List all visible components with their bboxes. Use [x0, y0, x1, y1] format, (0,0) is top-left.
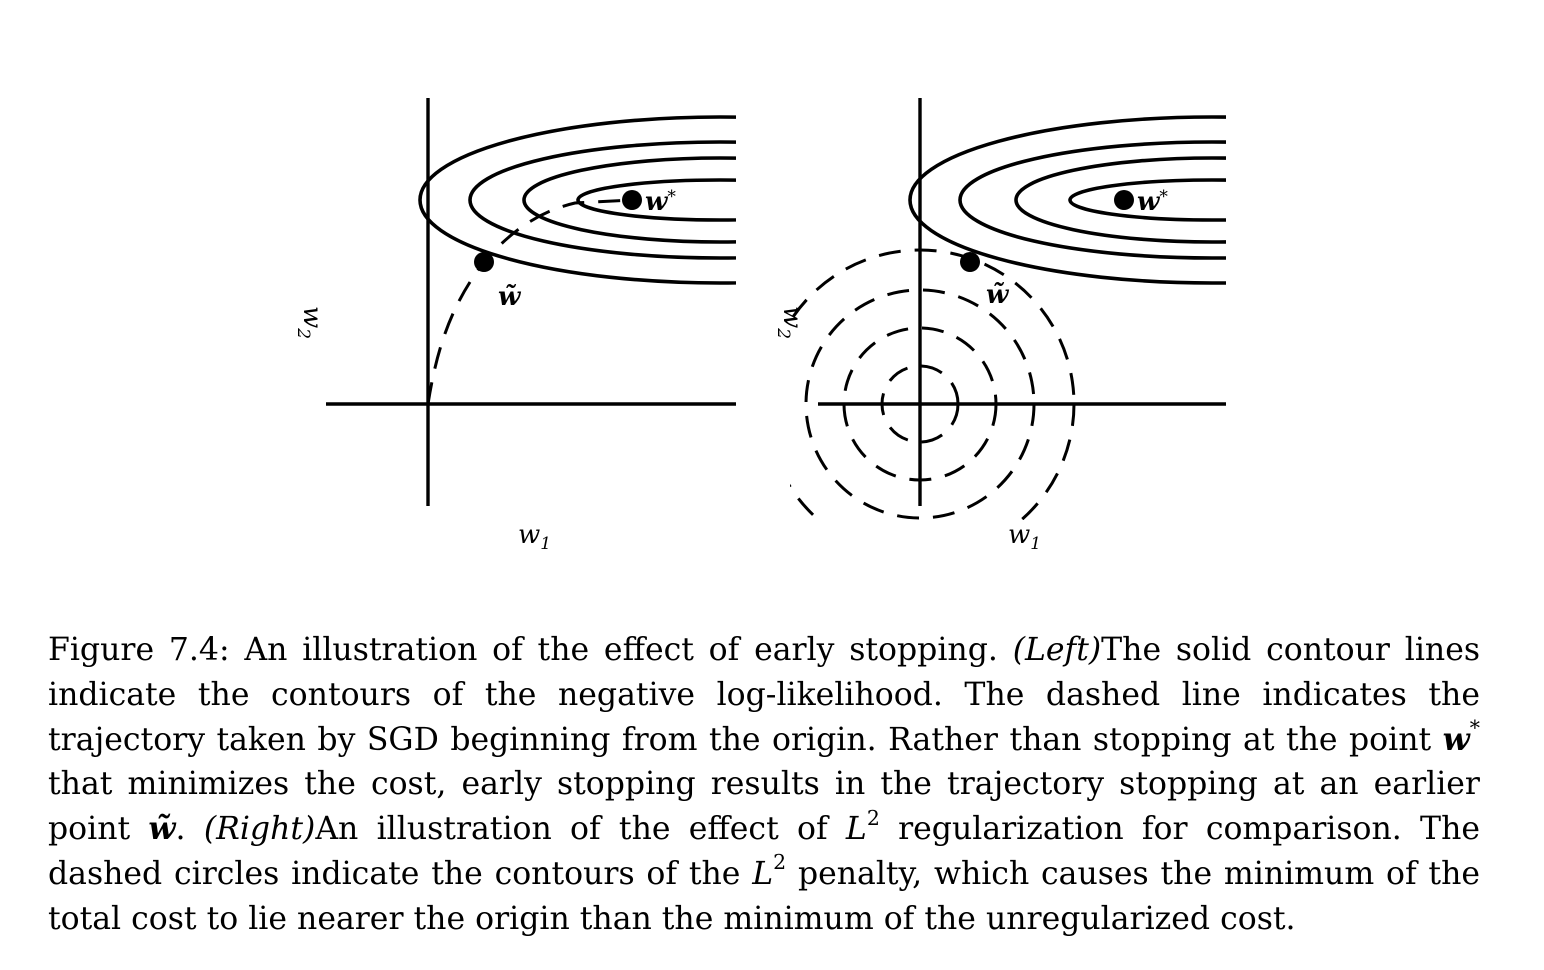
caption-w-star: w*: [1442, 716, 1480, 758]
caption-left-text-2: that minimizes the cost, early stopping …: [48, 766, 1480, 848]
left-x-axis-label: w1: [518, 520, 551, 554]
left-likelihood-contours: [418, 115, 736, 285]
right-contour-3: [1014, 156, 1226, 244]
caption-left-tag: (Left): [1012, 632, 1102, 668]
right-contour-4: [1068, 178, 1226, 222]
left-optimum-point: [622, 190, 642, 210]
caption-w-tilde: w̃.: [148, 810, 186, 848]
right-contour-1: [908, 115, 1226, 285]
caption-right-text-2: regularization for comparison. The dashe…: [48, 811, 1480, 892]
right-x-axis-label: w1: [1008, 520, 1041, 554]
left-contour-3: [522, 156, 736, 244]
caption-L2-a: L2: [845, 805, 880, 848]
right-stop-point: [960, 252, 980, 272]
caption-right-text-3: penalty, which causes the minimum of the…: [48, 855, 1481, 937]
left-contour-4: [576, 178, 736, 222]
caption-right-tag: (Right): [203, 811, 316, 848]
right-optimum-label: w*: [1137, 187, 1168, 217]
caption-intro: An illustration of the effect of early s…: [244, 632, 998, 668]
right-stop-label: w̃: [986, 280, 1010, 310]
left-optimum-label: w*: [645, 187, 676, 217]
left-stop-point: [474, 252, 494, 272]
left-y-axis-label: w2: [293, 306, 327, 339]
right-y-axis-label: w2: [773, 306, 807, 339]
right-likelihood-contours: [908, 115, 1226, 285]
caption-left-text-1: The solid contour lines indicate the con…: [48, 632, 1481, 758]
left-contour-1: [418, 115, 736, 285]
caption-L2-b: L2: [752, 850, 787, 892]
left-sgd-trajectory: [426, 198, 633, 405]
left-panel: w* w̃ w1 w2: [293, 98, 736, 554]
caption-right-text-1: An illustration of the effect of: [315, 811, 828, 848]
left-stop-label: w̃: [498, 282, 522, 312]
right-optimum-point: [1114, 190, 1134, 210]
right-panel: w* w̃ w1 w2: [773, 98, 1226, 554]
figure-caption: Figure 7.4: An illustration of the effec…: [48, 628, 1480, 942]
caption-figure-number: Figure 7.4:: [48, 632, 230, 668]
figure-7-4: w* w̃ w1 w2 w* w̃ w1 w2: [293, 98, 1226, 554]
right-contour-2: [958, 140, 1226, 260]
left-contour-2: [468, 140, 736, 260]
